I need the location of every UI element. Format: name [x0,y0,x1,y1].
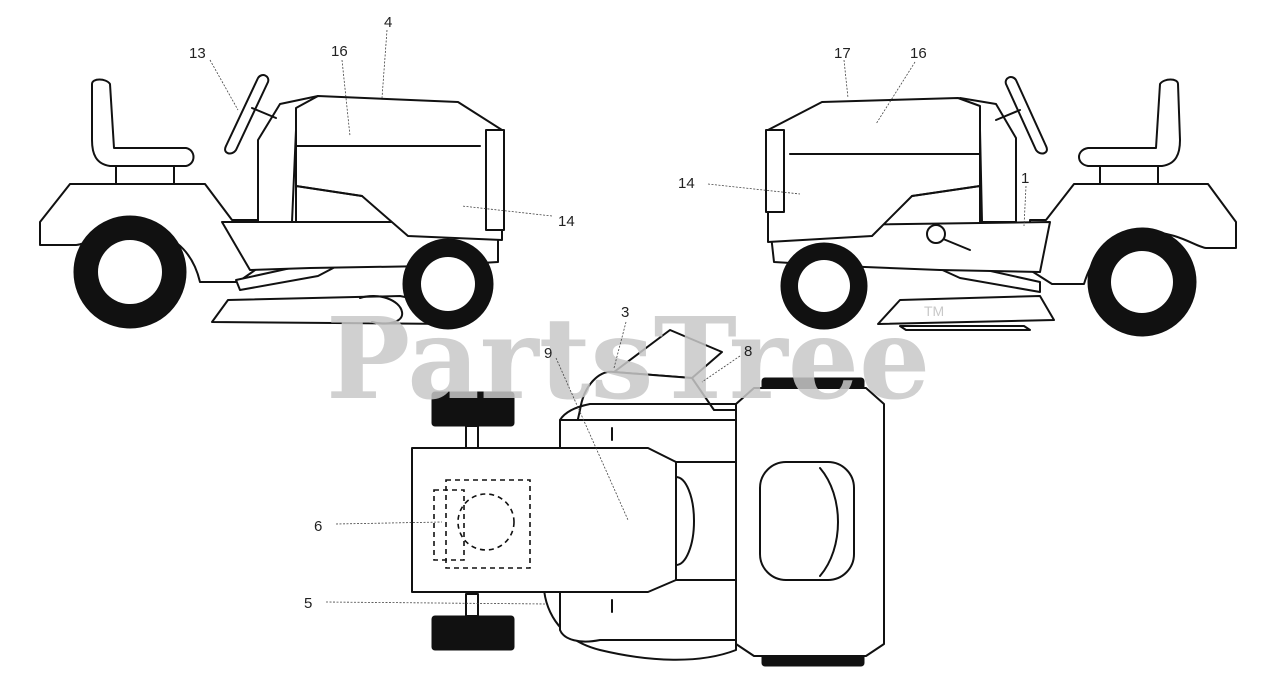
callout-1: 1 [1021,170,1029,187]
tractor-left-side-view [39,74,505,330]
left-hood [295,95,503,241]
callout-13: 13 [189,45,206,62]
decal-outline-6 [445,479,531,569]
callout-6: 6 [314,518,322,535]
callout-3: 3 [621,304,629,321]
callout-14-left: 14 [558,213,575,230]
callout-16-right: 16 [910,45,927,62]
top-hood [411,447,677,593]
left-steering-wheel [224,74,270,155]
callout-17: 17 [834,45,851,62]
callout-8: 8 [744,343,752,360]
leader-lines [209,29,1027,605]
right-mower-deck [877,295,1055,325]
callout-labels: 4 16 13 14 17 16 14 1 3 8 9 6 5 [189,14,1029,612]
tractor-top-view [411,329,885,667]
tractor-right-side-view [765,76,1237,337]
right-seat [1078,78,1181,167]
callout-16-left: 16 [331,43,348,60]
watermark-trademark: TM [924,303,944,319]
callout-9: 9 [544,345,552,362]
left-seat [91,78,195,167]
right-hood [767,97,981,243]
callout-14-right: 14 [678,175,695,192]
front-right-tire [431,615,515,651]
watermark: PartsTree [326,294,930,425]
callout-5: 5 [304,595,312,612]
callout-4: 4 [384,14,392,31]
right-steering-wheel [1004,76,1048,155]
top-seat [759,461,855,581]
